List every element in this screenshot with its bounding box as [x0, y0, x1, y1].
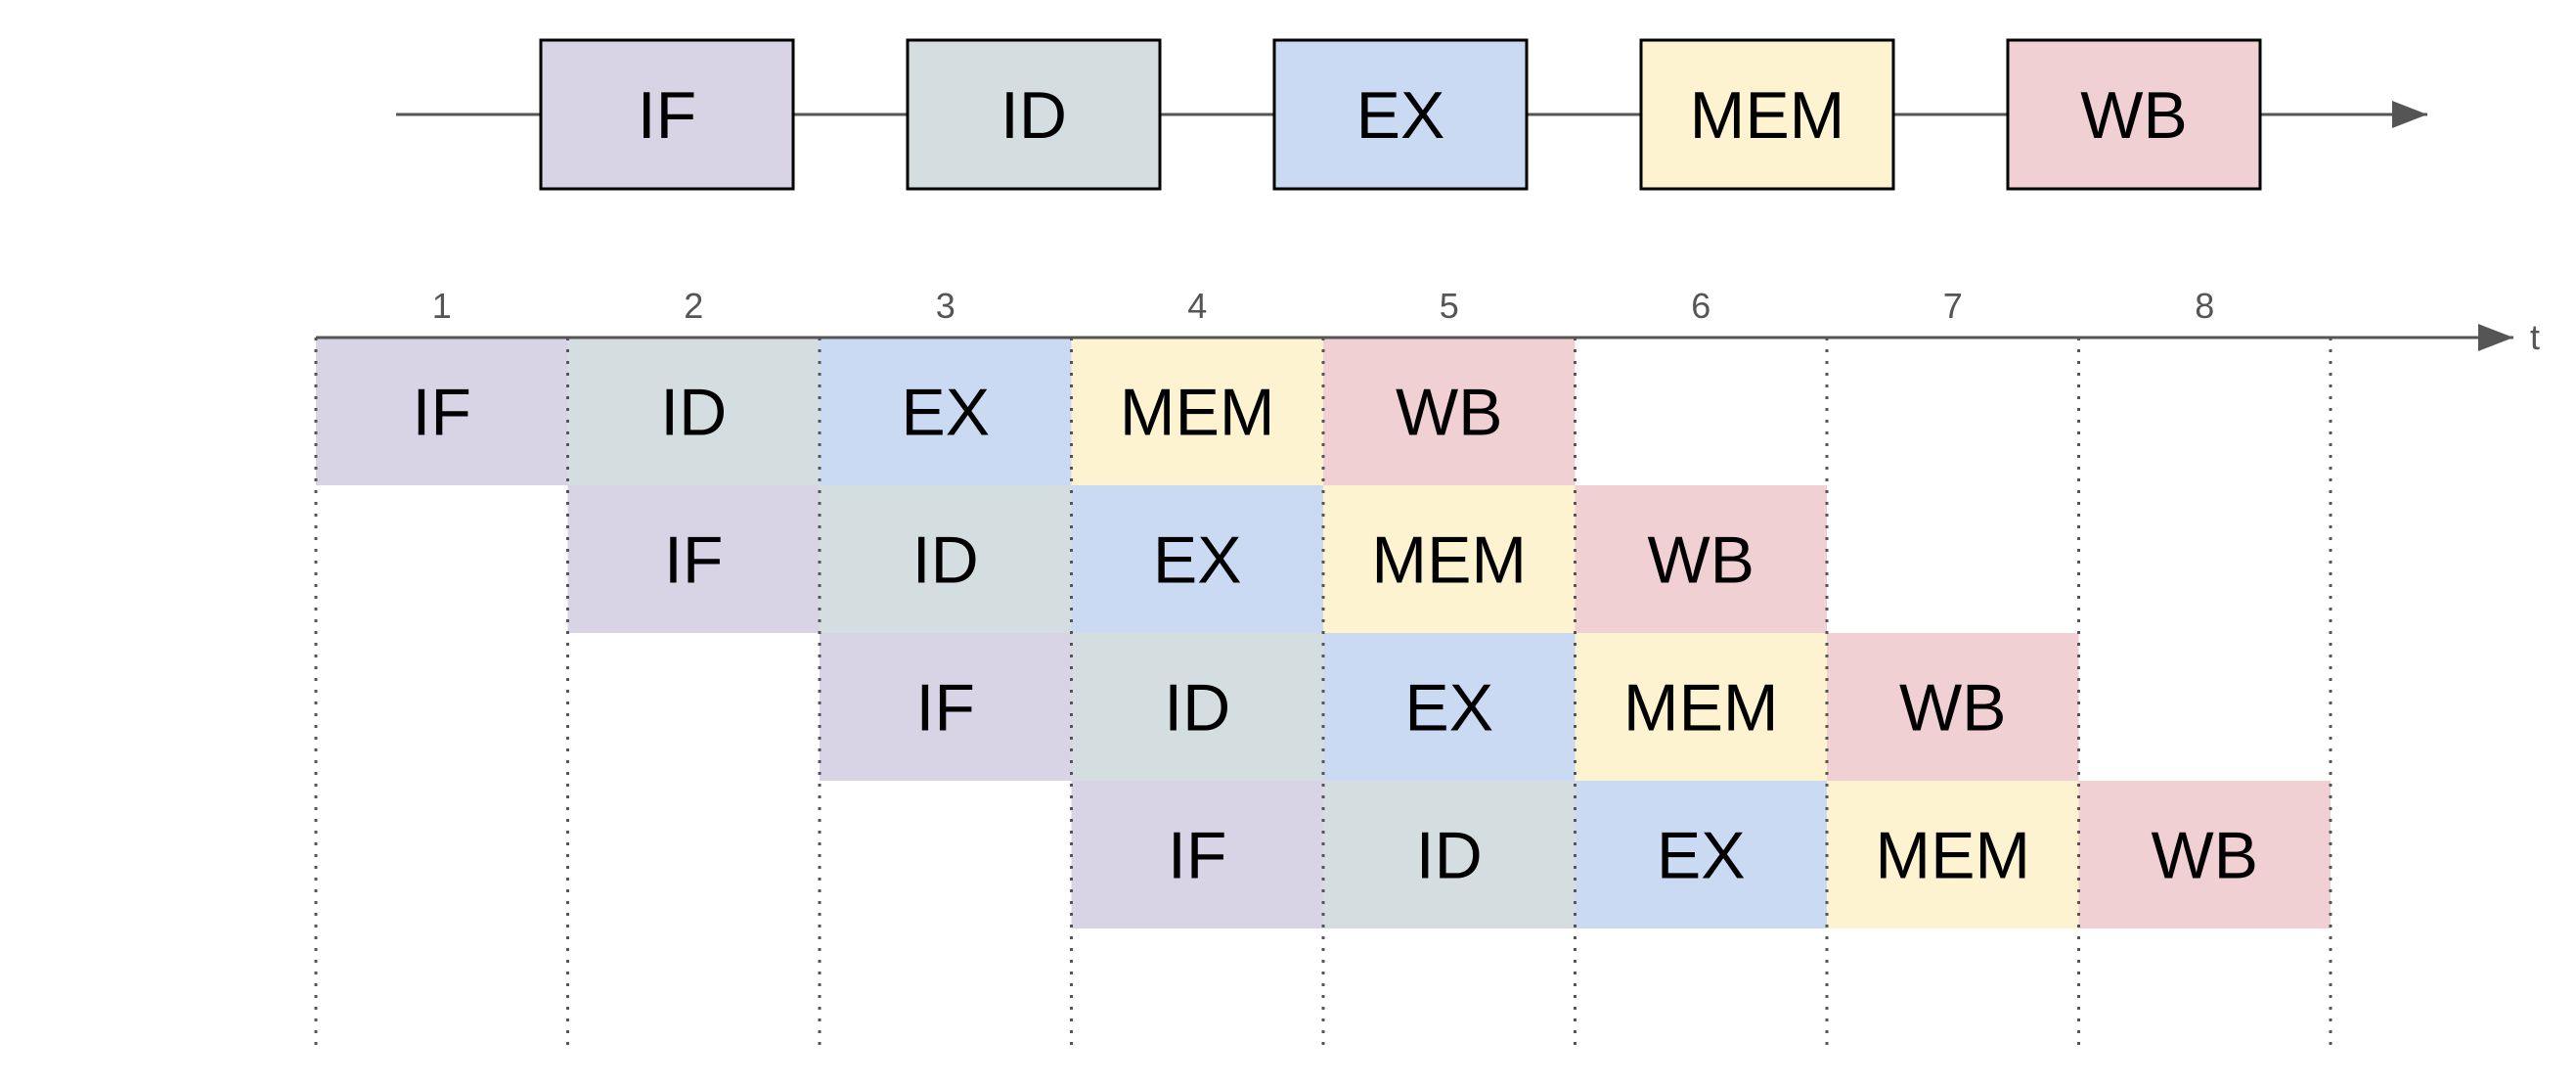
cycle-number: 3 — [936, 286, 955, 326]
pipeline-cell-id — [1071, 633, 1323, 781]
stage-box-wb — [2006, 38, 2262, 191]
pipeline-cell-label: MEM — [1120, 376, 1275, 450]
pipeline-cell-id — [1323, 781, 1576, 928]
stage-label-mem: MEM — [1690, 78, 1845, 153]
cycle-number: 5 — [1440, 286, 1459, 326]
pipeline-cell-if — [567, 485, 820, 633]
cycle-number: 1 — [432, 286, 452, 326]
cycle-number: 7 — [1943, 286, 1963, 326]
pipeline-cell-label: ID — [1164, 671, 1230, 746]
pipeline-cell-label: IF — [664, 523, 723, 598]
pipeline-cell-label: WB — [2151, 819, 2258, 893]
pipeline-cell-ex — [1323, 633, 1576, 781]
time-axis-label: t — [2530, 317, 2540, 357]
pipeline-cell-label: MEM — [1875, 819, 2030, 893]
pipeline-cell-mem — [1827, 781, 2079, 928]
pipeline-cell-label: MEM — [1371, 523, 1527, 598]
pipeline-cell-id — [567, 338, 820, 485]
pipeline-cell-wb — [1827, 633, 2079, 781]
pipeline-cell-mem — [1575, 633, 1827, 781]
pipeline-cell-if — [316, 338, 568, 485]
pipeline-cell-mem — [1071, 338, 1323, 485]
pipeline-cell-label: WB — [1647, 523, 1754, 598]
stage-box-ex — [1272, 38, 1529, 191]
pipeline-cell-label: IF — [916, 671, 975, 746]
pipeline-cell-label: ID — [1416, 819, 1483, 893]
pipeline-cell-label: IF — [413, 376, 471, 450]
cycle-number: 4 — [1187, 286, 1207, 326]
stage-label-ex: EX — [1356, 78, 1445, 153]
pipeline-cell-id — [820, 485, 1072, 633]
pipeline-cell-ex — [1071, 485, 1323, 633]
pipeline-cell-label: EX — [1404, 671, 1493, 746]
pipeline-cell-label: EX — [901, 376, 990, 450]
pipeline-cell-label: EX — [1153, 523, 1242, 598]
pipeline-cell-mem — [1323, 485, 1576, 633]
pipeline-cell-label: MEM — [1623, 671, 1779, 746]
pipeline-cell-ex — [820, 338, 1072, 485]
pipeline-cell-label: ID — [912, 523, 979, 598]
stage-label-wb: WB — [2080, 78, 2188, 153]
stage-box-if — [539, 38, 795, 191]
pipeline-cell-wb — [1575, 485, 1827, 633]
cycle-number: 8 — [2195, 286, 2214, 326]
pipeline-cell-label: WB — [1396, 376, 1503, 450]
pipeline-cell-if — [1071, 781, 1323, 928]
cycle-number: 6 — [1691, 286, 1710, 326]
pipeline-cell-wb — [2078, 781, 2331, 928]
stage-label-if: IF — [638, 78, 696, 153]
pipeline-cell-label: IF — [1168, 819, 1226, 893]
stage-flow: IF ID EX MEM WB — [396, 38, 2427, 191]
pipeline-cell-if — [820, 633, 1072, 781]
stage-box-id — [906, 38, 1162, 191]
stage-box-mem — [1639, 38, 1895, 191]
cycle-number: 2 — [684, 286, 703, 326]
pipeline-cell-wb — [1323, 338, 1576, 485]
pipeline-cell-ex — [1575, 781, 1827, 928]
pipeline-timing-grid: IF ID EX MEM WB IF ID EX MEM WB IF ID EX MEM WB IF ID EX M… — [314, 286, 2540, 1049]
pipeline-cell-label: EX — [1657, 819, 1746, 893]
stage-label-id: ID — [1000, 78, 1067, 153]
pipeline-cell-label: WB — [1899, 671, 2007, 746]
pipeline-cell-label: ID — [660, 376, 727, 450]
